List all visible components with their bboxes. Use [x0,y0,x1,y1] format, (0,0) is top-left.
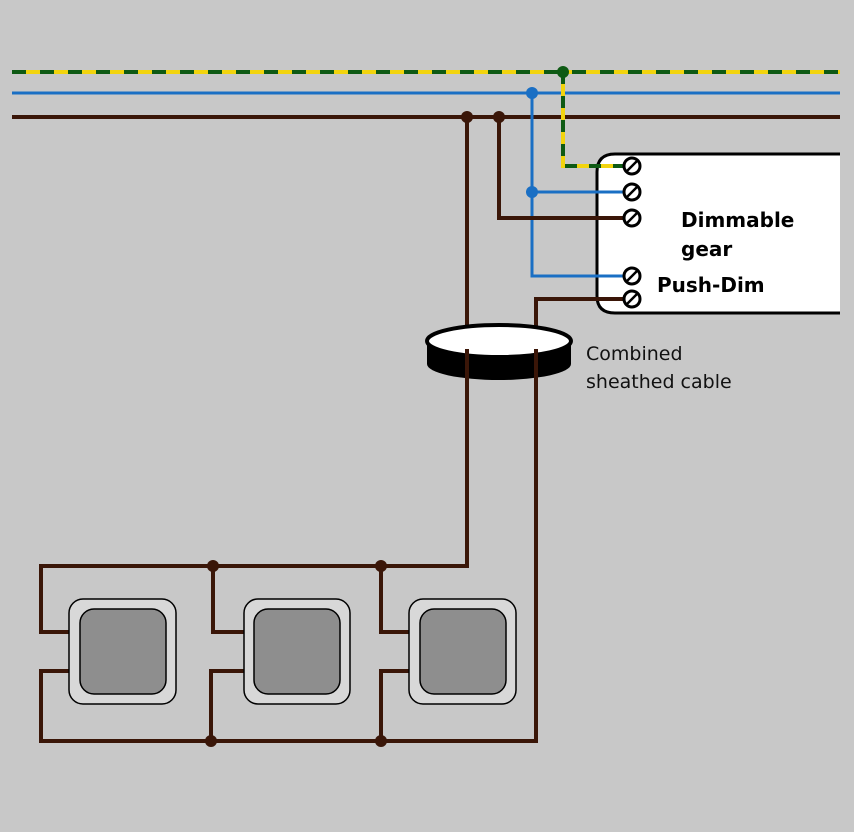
push-button-3 [408,598,517,705]
terminal-live [622,208,642,228]
push-buttons [68,598,517,705]
cable-label-line1: Combined [586,343,683,365]
terminal-push-dim-neutral [622,266,642,286]
push-button-1 [68,598,177,705]
junction-dot [526,186,538,198]
terminal-neutral [622,182,642,202]
dimmable-gear-box [595,152,840,315]
terminal-earth [622,156,642,176]
junction-dot [557,66,569,78]
neutral-drop [530,93,632,278]
junction-dot [207,560,219,572]
junction-dot [461,111,473,123]
push-dim-label: Push-Dim [657,273,765,297]
earth-drop [561,72,632,168]
junction-dot [205,735,217,747]
terminal-push-dim-live [622,289,642,309]
terminals [622,156,642,309]
junction-dot [493,111,505,123]
supply-lines [12,70,840,119]
junction-dot [375,735,387,747]
combined-sheathed-cable [425,323,573,380]
push-button-2 [243,598,351,705]
junction-dots [205,66,569,747]
junction-dot [375,560,387,572]
gear-title-line1: Dimmable [681,208,794,232]
junction-dot [526,87,538,99]
cable-label-line2: sheathed cable [586,371,732,393]
live-wiring [39,117,632,743]
gear-title-line2: gear [681,237,732,261]
